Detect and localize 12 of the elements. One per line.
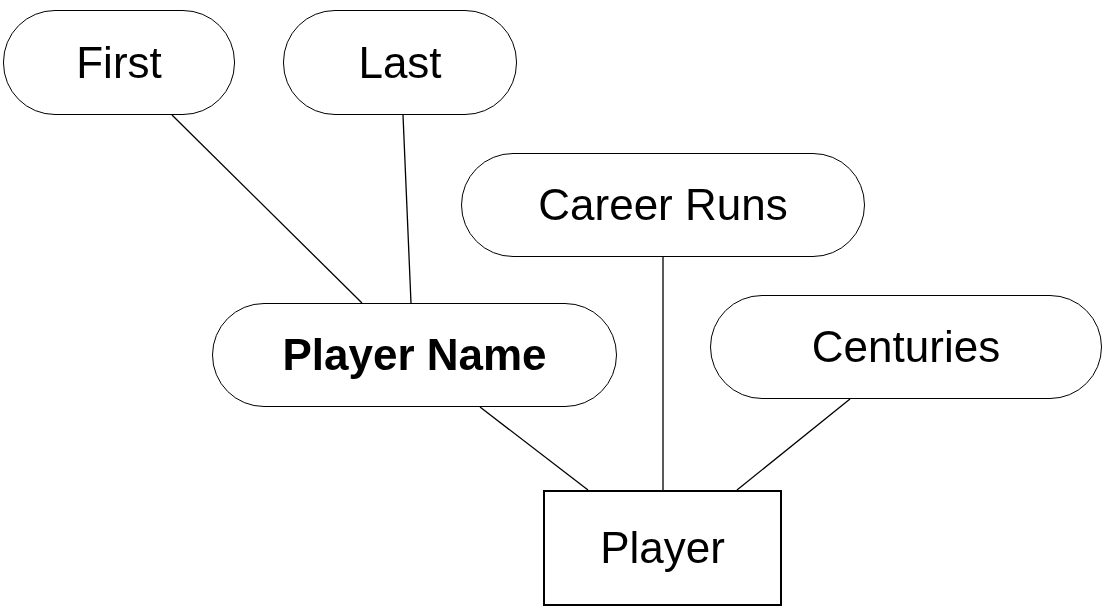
entity-name: Player [600,523,725,573]
attribute-name: First [76,37,162,88]
attribute-name: Centuries [811,322,1001,372]
connector-line [171,114,363,304]
connector-line [662,256,664,491]
attribute-name: Career Runs [538,180,788,230]
connector-line [402,114,412,304]
attribute-name: Last [358,37,442,88]
entity-box [543,490,782,606]
attribute-name: Player Name [282,330,547,380]
connector-line [736,398,851,491]
connector-line [479,406,589,491]
